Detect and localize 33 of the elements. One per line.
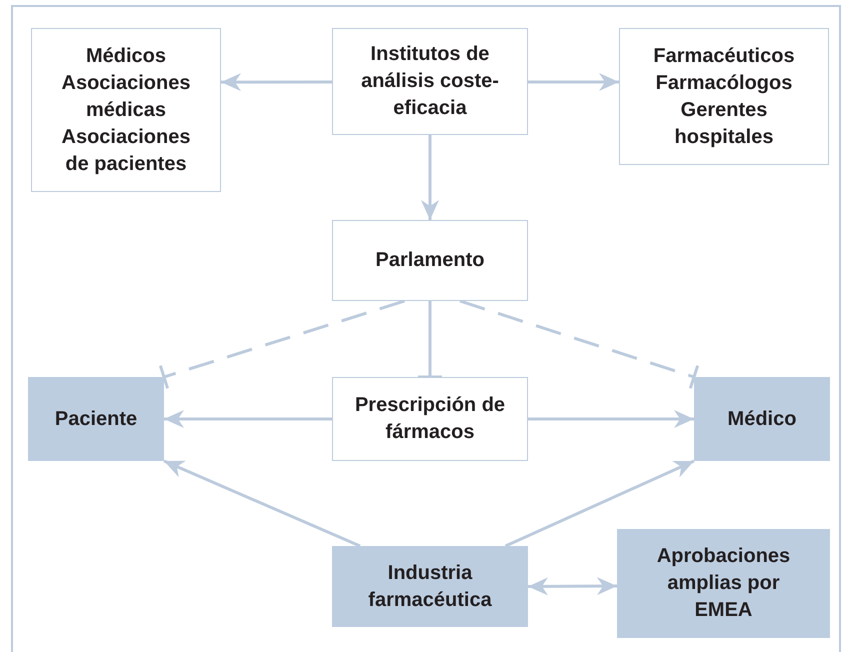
arrow: [164, 410, 332, 428]
outlined-box: [619, 28, 829, 165]
shaded-box: [332, 546, 528, 627]
node-label: Paciente: [54, 406, 138, 432]
arrow: [528, 73, 619, 91]
arrow: [163, 460, 361, 548]
shaded-box: [617, 529, 830, 638]
outlined-box: [332, 220, 528, 301]
outlined-box: [332, 28, 528, 135]
node-label: Aprobaciones amplias por EMEA: [656, 544, 792, 623]
arrow: [421, 135, 439, 220]
outlined-box: [31, 28, 221, 192]
node-label: Médico: [728, 406, 796, 432]
node-label: Asociaciones de pacientes: [60, 124, 192, 176]
node-label: Prescripción de fármacos: [354, 393, 506, 445]
node-label: Gerentes hospitales: [674, 98, 774, 150]
arrow: [528, 577, 618, 596]
node-label: Médicos: [86, 44, 166, 68]
inhibition-line: [416, 301, 444, 378]
shaded-box: [694, 377, 830, 461]
arrow: [528, 410, 694, 428]
node-label: Farmacólogos: [656, 70, 792, 96]
inhibition-line: [460, 300, 700, 390]
node-label: Parlamento: [376, 248, 484, 273]
node-label: Institutos de análisis coste-eficacia: [360, 42, 500, 121]
arrow: [504, 460, 695, 548]
shaded-box: [28, 377, 164, 461]
arrow: [221, 73, 332, 92]
outlined-box: [332, 377, 528, 461]
node-label: Farmacéuticos: [653, 44, 795, 68]
node-label: Asociaciones médicas: [60, 70, 192, 122]
node-label: Industria farmacéutica: [367, 560, 493, 612]
inhibition-line: [158, 300, 405, 390]
